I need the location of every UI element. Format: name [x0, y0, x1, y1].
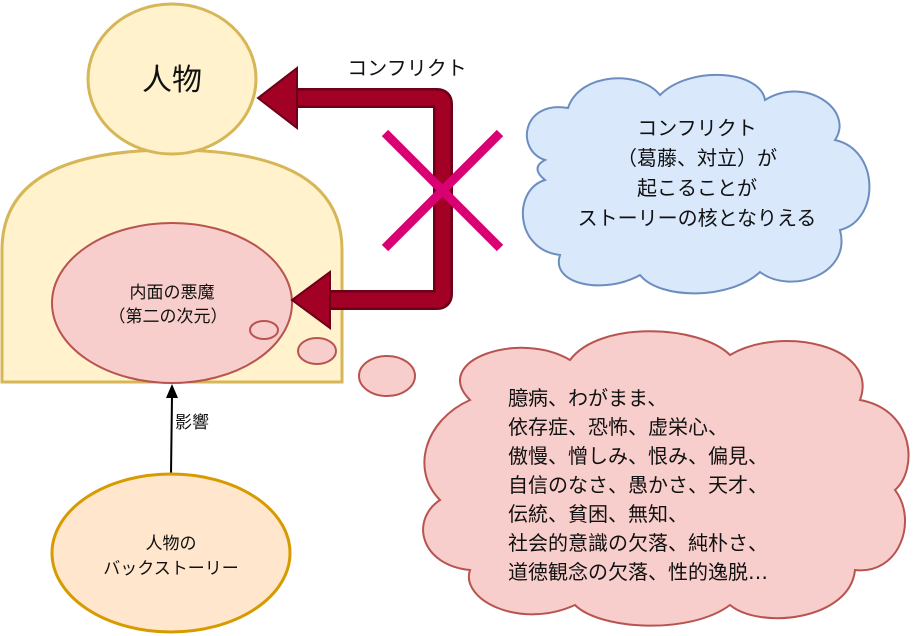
demon-example-line-6: 社会的意識の欠落、純朴さ、 — [508, 531, 768, 555]
cross-mark — [381, 129, 504, 252]
backstory-label-line2: バックストーリー — [103, 559, 239, 579]
demon-example-line-5: 伝統、貧困、無知、 — [508, 502, 688, 526]
conflict-note-cloud — [521, 74, 871, 295]
demon-example-line-1: 臆病、わがまま、 — [508, 386, 667, 410]
inner-demon-label-line2: （第二の次元） — [109, 307, 228, 327]
thought-bubble-small — [249, 320, 279, 340]
conflict-arrowhead-top — [256, 65, 298, 131]
conflict-note-line-3: 起こることが — [637, 176, 757, 200]
person-head — [86, 2, 258, 156]
demon-example-line-3: 傲慢、憎しみ、恨み、偏見、 — [508, 444, 768, 468]
conflict-note-line-2: （葛藤、対立）が — [617, 146, 777, 170]
conflict-arrow-label: コンフリクト — [347, 56, 466, 80]
influence-arrow — [166, 384, 178, 475]
thought-bubble-large — [358, 355, 416, 397]
conflict-note-line-4: ストーリーの核となりえる — [578, 206, 817, 230]
conflict-note-line-1: コンフリクト — [637, 116, 756, 140]
conflict-arrowhead-bottom — [290, 270, 331, 330]
backstory-ellipse — [50, 472, 292, 634]
person-head-label: 人物 — [142, 63, 202, 98]
backstory-label-line1: 人物の — [146, 534, 197, 554]
thought-bubble-medium — [297, 337, 337, 365]
demon-example-line-2: 依存症、恐怖、虚栄心、 — [508, 415, 728, 439]
conflict-arrow — [256, 65, 453, 330]
demon-example-line-4: 自信のなさ、愚かさ、天才、 — [508, 473, 768, 497]
demon-example-line-7: 道徳観念の欠落、性的逸脱… — [508, 560, 768, 584]
demon-examples-cloud — [422, 330, 910, 627]
inner-demon-ellipse — [51, 222, 293, 384]
influence-label: 影響 — [175, 413, 209, 433]
inner-demon-label-line1: 内面の悪魔 — [130, 283, 215, 303]
